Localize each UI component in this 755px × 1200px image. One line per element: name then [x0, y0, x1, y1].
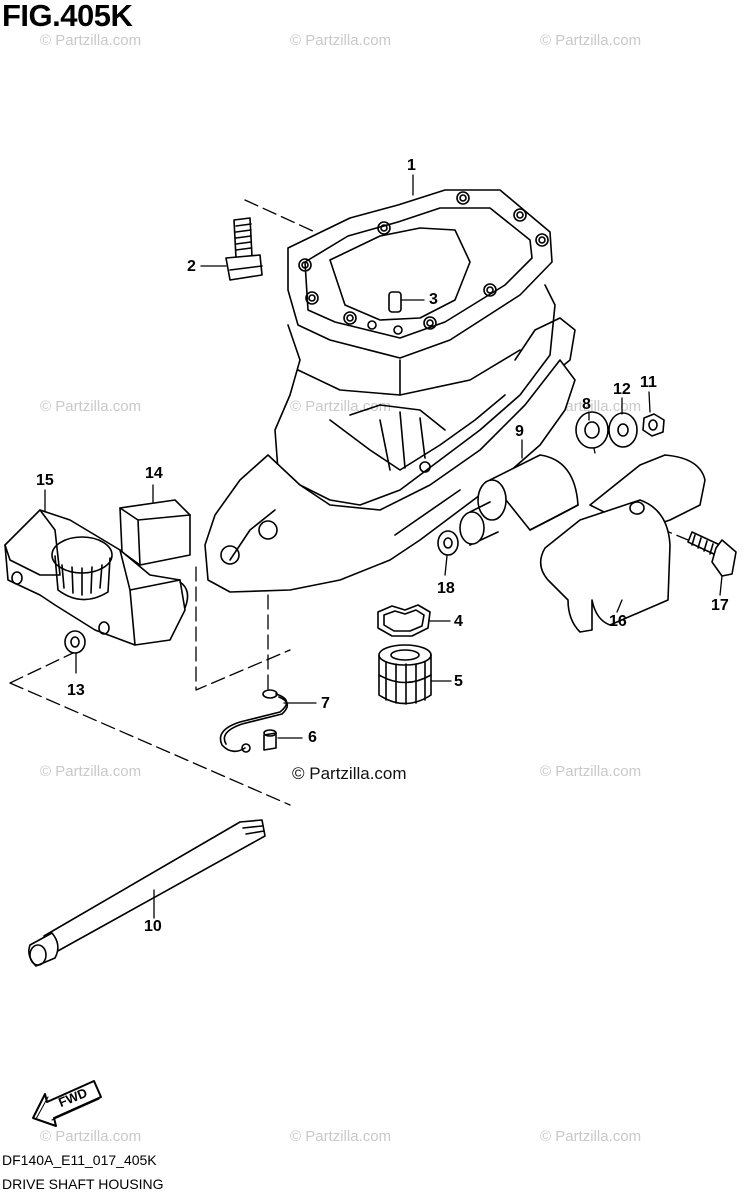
callout-10: 10: [144, 918, 162, 935]
ground-wire-7: [220, 690, 287, 752]
callout-18: 18: [437, 580, 455, 597]
leader-lines: [45, 175, 722, 918]
figure-title: FIG.405K: [2, 0, 133, 33]
callout-12: 12: [613, 381, 631, 398]
callout-2: 2: [187, 258, 196, 275]
washer-13: [65, 631, 85, 653]
watermark: © Partzilla.com: [40, 1128, 142, 1145]
callout-17: 17: [711, 597, 729, 614]
callout-3: 3: [429, 291, 438, 308]
callout-9: 9: [515, 423, 524, 440]
watermark: © Partzilla.com: [540, 32, 642, 49]
callout-13: 13: [67, 682, 85, 699]
mount-bush-5: [379, 645, 431, 704]
model-code: DF140A_E11_017_405K: [2, 1152, 157, 1168]
cover-16: [541, 455, 705, 632]
callout-14: 14: [145, 465, 163, 482]
callout-8: 8: [582, 396, 591, 413]
long-bolt-10: [29, 820, 265, 966]
dowel-pin-3: [389, 292, 401, 312]
rubber-pad-14: [120, 500, 190, 565]
watermark: © Partzilla.com: [540, 1128, 642, 1145]
clamp-bracket-15: [5, 510, 188, 645]
washer-8: [576, 412, 608, 448]
watermark: © Partzilla.com: [290, 398, 392, 415]
bolt-17: [688, 532, 736, 576]
bolt-2: [226, 218, 262, 280]
figure-caption: DRIVE SHAFT HOUSING: [2, 1176, 164, 1192]
drive-shaft-housing: [205, 190, 575, 592]
callout-4: 4: [454, 613, 463, 630]
mount-rubber-9: [460, 455, 578, 545]
nut-11: [643, 414, 664, 436]
watermark-main: © Partzilla.com: [292, 764, 407, 783]
callout-15: 15: [36, 472, 54, 489]
washer-12: [609, 413, 637, 447]
watermark: © Partzilla.com: [40, 32, 142, 49]
watermark: © Partzilla.com: [40, 398, 142, 415]
callout-7: 7: [321, 695, 330, 712]
callout-1: 1: [407, 157, 416, 174]
watermark: © Partzilla.com: [540, 763, 642, 780]
callout-5: 5: [454, 673, 463, 690]
washer-18: [438, 531, 458, 555]
callout-11: 11: [640, 374, 657, 391]
gasket-4: [378, 605, 430, 636]
screw-6: [264, 730, 276, 750]
watermark: © Partzilla.com: [290, 32, 392, 49]
watermark: © Partzilla.com: [290, 1128, 392, 1145]
callout-6: 6: [308, 729, 317, 746]
fwd-arrow-icon: [33, 1081, 101, 1126]
watermark: © Partzilla.com: [40, 763, 142, 780]
callout-16: 16: [609, 613, 627, 630]
